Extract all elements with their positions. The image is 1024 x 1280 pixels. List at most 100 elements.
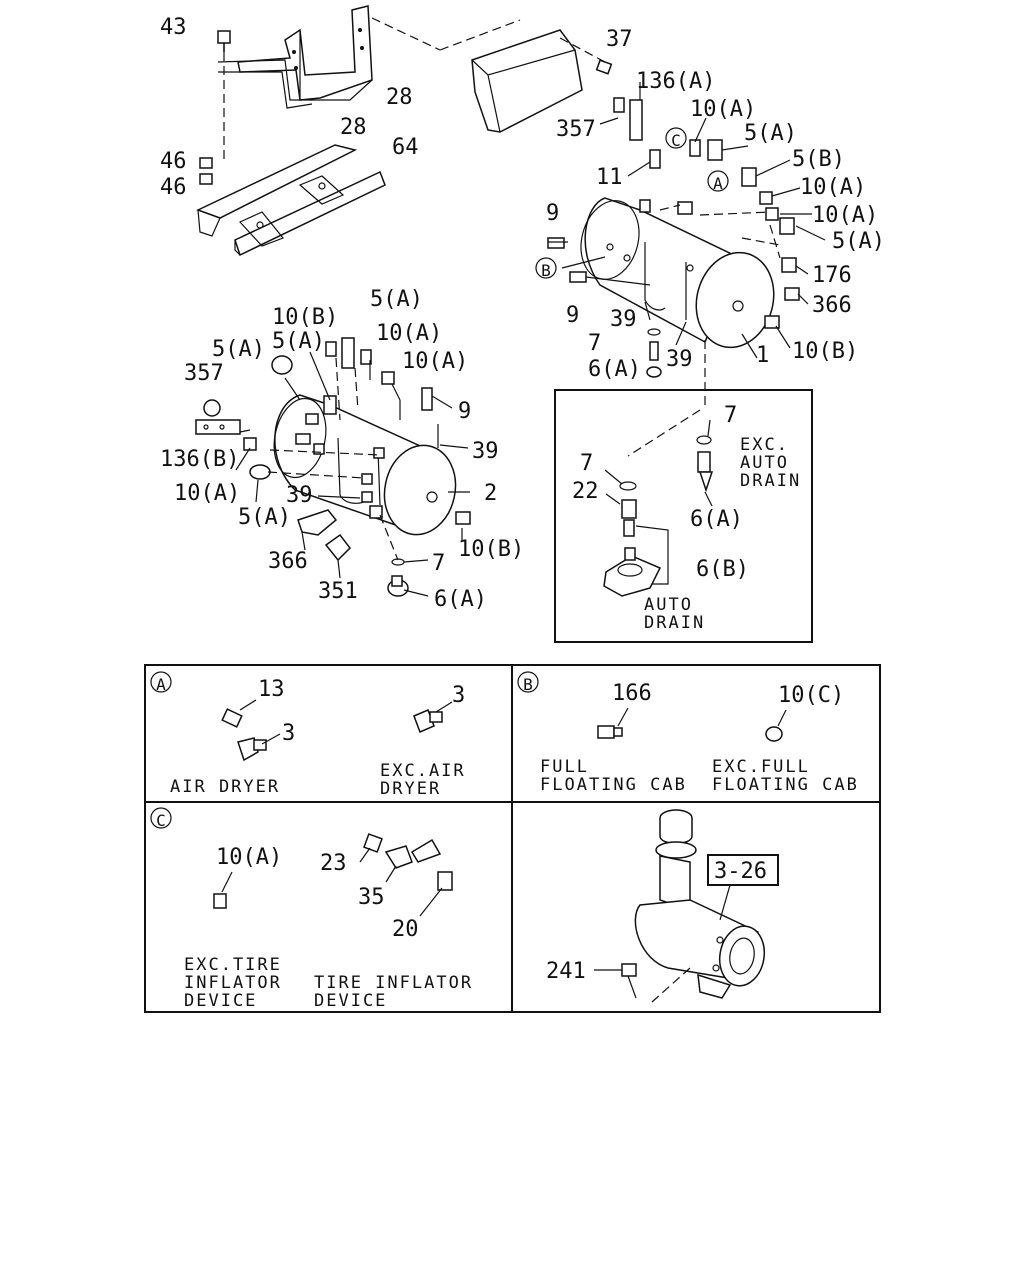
svg-text:B: B [541, 261, 551, 280]
marker-b-top: B [535, 257, 557, 280]
callout-39: 39 [286, 483, 313, 508]
svg-text:A: A [713, 174, 723, 193]
callout-28: 28 [386, 85, 413, 110]
callout-3: 3 [452, 683, 465, 708]
callout-10a: 10(A) [376, 321, 442, 346]
callout-39: 39 [472, 439, 499, 464]
note-tire-inflator: DEVICE [314, 991, 387, 1011]
callout-35: 35 [358, 885, 385, 910]
callout-5a: 5(A) [832, 229, 885, 254]
callout-3: 3 [282, 721, 295, 746]
callout-5a: 5(A) [370, 287, 423, 312]
callout-37: 37 [606, 27, 633, 52]
note-exc-air-dryer: DRYER [380, 779, 441, 799]
note-exc-tire-inflator: EXC.TIRE [184, 955, 282, 975]
cell-c [213, 833, 453, 917]
callout-1: 1 [756, 343, 769, 368]
note-tire-inflator: TIRE INFLATOR [314, 973, 473, 993]
air-tank-2 [195, 337, 471, 597]
callout-10b: 10(B) [792, 339, 858, 364]
callout-23: 23 [320, 851, 347, 876]
callout-5a: 5(A) [238, 505, 291, 530]
callout-9: 9 [546, 201, 559, 226]
callout-5a: 5(A) [272, 329, 325, 354]
callout-6a: 6(A) [588, 357, 641, 382]
callout-351: 351 [318, 579, 358, 604]
callout-357: 357 [556, 117, 596, 142]
callout-28: 28 [340, 115, 367, 140]
note-exc-tire-inflator: DEVICE [184, 991, 257, 1011]
note-exc-full-floating-cab: FLOATING CAB [712, 775, 859, 795]
callout-5a: 5(A) [212, 337, 265, 362]
callout-10a: 10(A) [812, 203, 878, 228]
marker-a-cell: A [150, 671, 172, 694]
note-exc-auto-drain: AUTO [740, 453, 789, 473]
svg-text:B: B [523, 675, 533, 694]
note-air-dryer: AIR DRYER [170, 777, 280, 797]
callout-39: 39 [610, 307, 637, 332]
marker-c-cell: C [150, 807, 172, 830]
callout-7: 7 [588, 331, 601, 356]
callout-166: 166 [612, 681, 652, 706]
callout-6a: 6(A) [690, 507, 743, 532]
callout-9: 9 [566, 303, 579, 328]
drain-detail [554, 389, 813, 643]
callout-5b: 5(B) [792, 147, 845, 172]
note-exc-auto-drain: EXC. [740, 435, 789, 455]
marker-c-top: C [665, 127, 687, 150]
callout-9: 9 [458, 399, 471, 424]
air-tank-1 [547, 82, 826, 410]
callout-10b: 10(B) [458, 537, 524, 562]
callout-64: 64 [392, 135, 419, 160]
callout-13: 13 [258, 677, 285, 702]
callout-10a: 10(A) [690, 97, 756, 122]
note-auto-drain: DRAIN [644, 613, 705, 633]
callout-6a: 6(A) [434, 587, 487, 612]
note-exc-auto-drain: DRAIN [740, 471, 801, 491]
callout-46: 46 [160, 149, 187, 174]
marker-a-top: A [707, 170, 729, 193]
callout-2: 2 [484, 481, 497, 506]
notes: EXC. AUTO DRAIN AUTO DRAIN AIR DRYER EXC… [170, 435, 859, 1011]
callout-10a: 10(A) [800, 175, 866, 200]
note-auto-drain: AUTO [644, 595, 693, 615]
callouts: 43 37 28 28 46 46 64 136(A) 357 10(A) 5(… [160, 15, 885, 984]
callout-136a: 136(A) [636, 69, 715, 94]
callout-136b: 136(B) [160, 447, 239, 472]
marker-b-cell: B [517, 671, 539, 694]
callout-366: 366 [812, 293, 852, 318]
svg-text:A: A [156, 675, 166, 694]
callout-10a: 10(A) [402, 349, 468, 374]
note-full-floating-cab: FLOATING CAB [540, 775, 687, 795]
callout-176: 176 [812, 263, 852, 288]
callout-11: 11 [596, 165, 623, 190]
svg-text:C: C [671, 131, 681, 150]
callout-357: 357 [184, 361, 224, 386]
svg-text:C: C [156, 811, 166, 830]
callout-22: 22 [572, 479, 599, 504]
callout-46: 46 [160, 175, 187, 200]
note-full-floating-cab: FULL [540, 757, 589, 777]
cell-d [594, 809, 779, 1003]
callout-366: 366 [268, 549, 308, 574]
callout-6b: 6(B) [696, 557, 749, 582]
callout-10b: 10(B) [272, 305, 338, 330]
callout-241: 241 [546, 959, 586, 984]
note-exc-tire-inflator: INFLATOR [184, 973, 282, 993]
callout-10a: 10(A) [216, 845, 282, 870]
callout-5a: 5(A) [744, 121, 797, 146]
callout-3-26: 3-26 [714, 859, 767, 884]
bracket-assembly [196, 5, 613, 257]
callout-39: 39 [666, 347, 693, 372]
callout-7: 7 [432, 551, 445, 576]
callout-20: 20 [392, 917, 419, 942]
callout-10c: 10(C) [778, 683, 844, 708]
cell-b [597, 707, 787, 742]
note-exc-full-floating-cab: EXC.FULL [712, 757, 810, 777]
cell-a [221, 699, 453, 762]
note-exc-air-dryer: EXC.AIR [380, 761, 466, 781]
callout-7: 7 [724, 403, 737, 428]
option-grid [144, 664, 881, 1013]
callout-43: 43 [160, 15, 187, 40]
